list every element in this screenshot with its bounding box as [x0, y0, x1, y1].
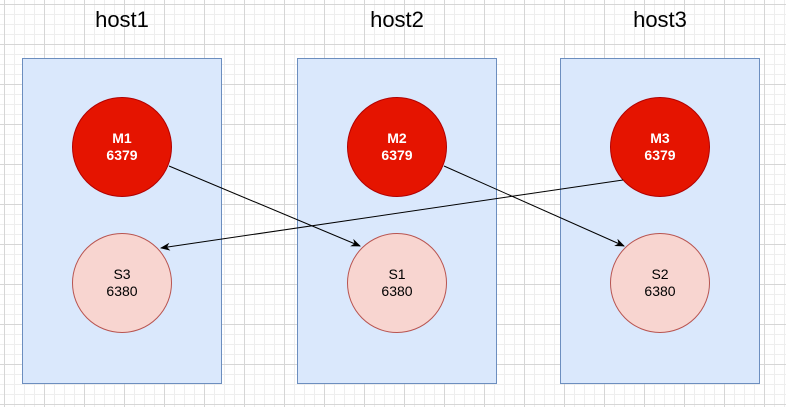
- master-node-m2[interactable]: M2 6379: [347, 97, 447, 197]
- node-name: S1: [388, 266, 406, 282]
- node-name: S2: [651, 266, 669, 282]
- master-node-m1[interactable]: M1 6379: [72, 97, 172, 197]
- slave-node-s1[interactable]: S1 6380: [347, 233, 447, 333]
- host2-title: host2: [370, 7, 424, 32]
- node-port: 6379: [106, 147, 138, 163]
- host1-title: host1: [95, 7, 149, 32]
- node-name: M3: [650, 130, 670, 146]
- slave-node-s2[interactable]: S2 6380: [610, 233, 710, 333]
- node-port: 6380: [381, 283, 413, 299]
- slave-node-s3[interactable]: S3 6380: [72, 233, 172, 333]
- node-name: S3: [113, 266, 131, 282]
- node-port: 6379: [381, 147, 413, 163]
- node-port: 6379: [644, 147, 676, 163]
- host3-title: host3: [633, 7, 687, 32]
- node-name: M2: [387, 130, 407, 146]
- node-port: 6380: [106, 283, 138, 299]
- master-node-m3[interactable]: M3 6379: [610, 97, 710, 197]
- node-name: M1: [112, 130, 132, 146]
- node-port: 6380: [644, 283, 676, 299]
